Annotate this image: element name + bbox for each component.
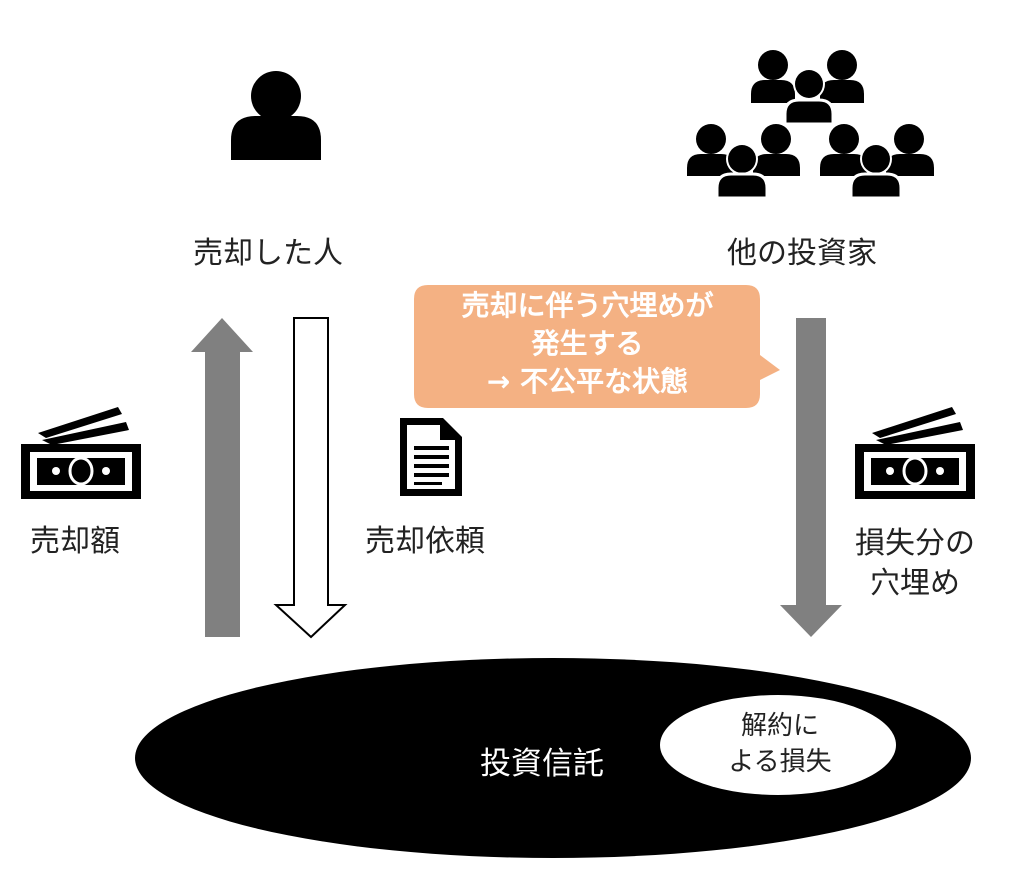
- callout-bubble: [414, 285, 780, 408]
- loss-cover-label-line2: 穴埋め: [870, 566, 960, 601]
- sale-request-arrow: [273, 317, 348, 639]
- callout-line3: → 不公平な状態: [486, 365, 689, 398]
- loss-ellipse: [660, 695, 896, 795]
- sale-request-label: 売却依頼: [365, 524, 485, 559]
- sale-amount-label: 売却額: [30, 524, 120, 559]
- fund-label: 投資信託: [480, 746, 604, 782]
- other-investors-label: 他の投資家: [727, 236, 877, 271]
- document-icon: [400, 418, 462, 496]
- loss-cover-arrow: [780, 318, 842, 637]
- cancel-loss-label: 解約に よる損失: [700, 708, 860, 780]
- cancel-loss-label-line1: 解約に: [740, 711, 819, 741]
- callout-line1: 売却に伴う穴埋めが: [461, 289, 714, 322]
- cash-icon: [21, 407, 141, 499]
- sale-amount-arrow: [191, 318, 253, 637]
- loss-cover-label-line1: 損失分の: [855, 526, 975, 561]
- seller-label: 売却した人: [193, 236, 343, 271]
- cash-icon: [855, 407, 975, 499]
- callout-line2: 発生する: [531, 327, 644, 360]
- group-icon: [687, 50, 934, 200]
- loss-cover-label: 損失分の 穴埋め: [840, 524, 990, 604]
- callout-text: 売却に伴う穴埋めが 発生する → 不公平な状態: [415, 287, 760, 401]
- person-icon: [231, 71, 321, 160]
- cancel-loss-label-line2: よる損失: [728, 747, 832, 777]
